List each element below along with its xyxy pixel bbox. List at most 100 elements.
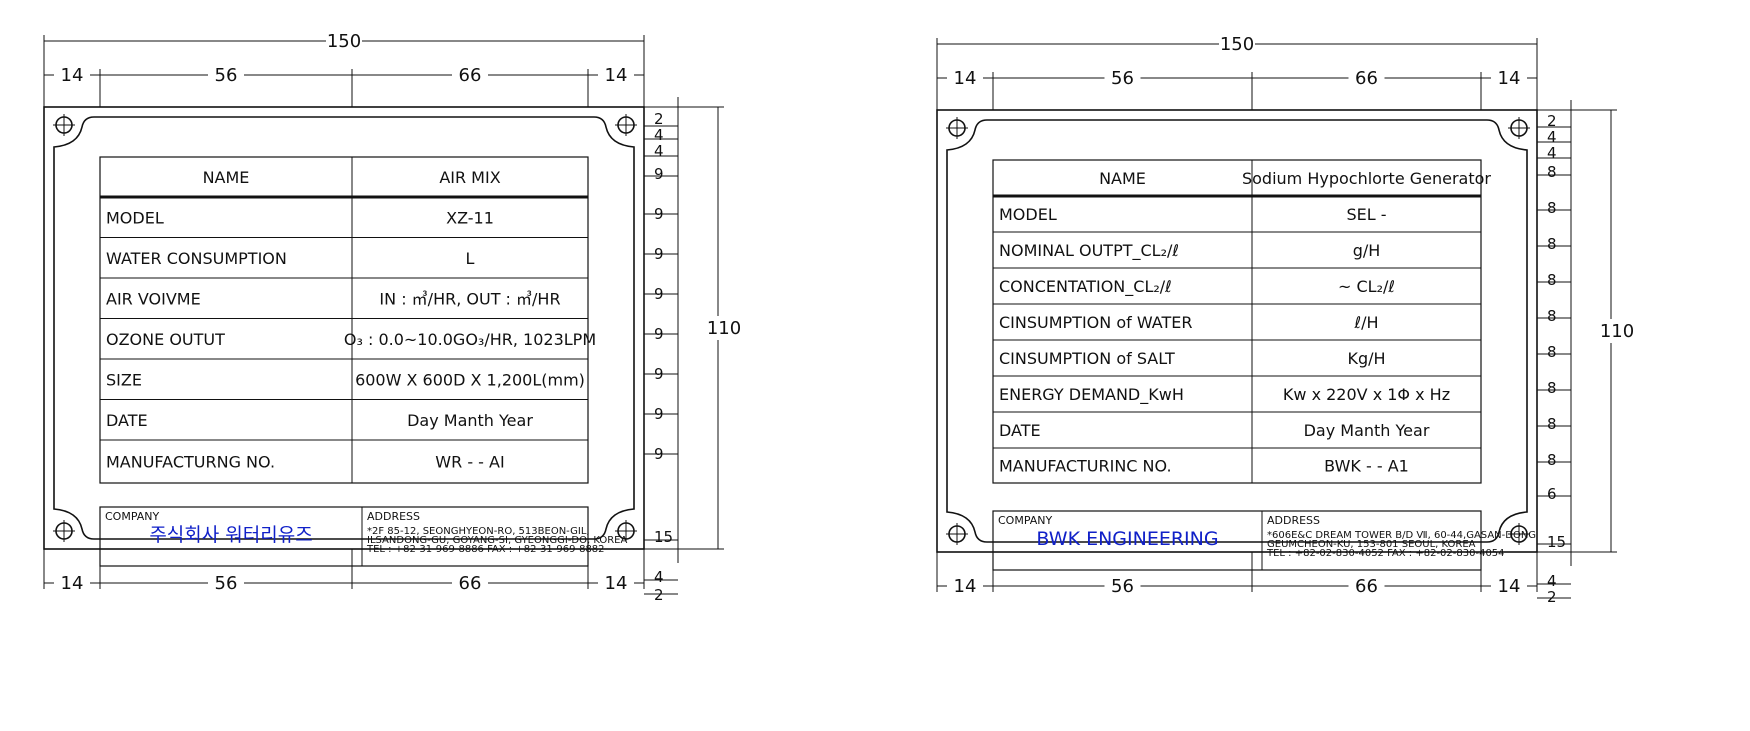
- row-value: ~ CL₂/ℓ: [1338, 277, 1395, 296]
- address-line: *606E&C DREAM TOWER B/D Ⅶ, 60-44,GASAN-D…: [1267, 530, 1536, 541]
- row-value: WR - - AI: [435, 453, 504, 472]
- dimension-top-total: 150: [1220, 34, 1254, 55]
- dimension-top-segment: 14: [1498, 68, 1521, 89]
- dimension-top-segment: 66: [1355, 68, 1378, 89]
- row-label: CINSUMPTION of WATER: [999, 313, 1192, 332]
- dimension-top-total: 150: [327, 31, 361, 52]
- row-label: ENERGY DEMAND_KwH: [999, 385, 1184, 405]
- address-line: TEL : +82-31-969-8886 FAX : +82-31-969-8…: [366, 544, 605, 555]
- dimension-right-segment: 8: [1547, 235, 1557, 253]
- dimension-right-segment: 4: [654, 142, 664, 160]
- row-label: NAME: [1099, 169, 1146, 188]
- row-label: MANUFACTURINC NO.: [999, 457, 1172, 476]
- row-value: O₃ : 0.0~10.0GO₃/HR, 1023LPM: [344, 330, 596, 349]
- dimension-top-segment: 14: [605, 65, 628, 86]
- dimension-right-segment: 4: [1547, 128, 1557, 146]
- address-label: ADDRESS: [1267, 514, 1320, 527]
- row-value: Kg/H: [1347, 349, 1385, 368]
- dimension-right-segment: 4: [1547, 572, 1557, 590]
- dimension-right-segment: 8: [1547, 307, 1557, 325]
- row-value: ℓ/H: [1353, 313, 1378, 332]
- dimension-right-segment: 8: [1547, 343, 1557, 361]
- dimension-right-segment: 6: [1547, 485, 1557, 503]
- row-value: IN : ㎥/HR, OUT : ㎥/HR: [379, 289, 560, 308]
- dimension-height-total: 110: [707, 318, 741, 339]
- dimension-label-bg: [710, 316, 740, 340]
- company-label: COMPANY: [105, 510, 160, 523]
- row-label: AIR VOIVME: [106, 289, 201, 308]
- dimension-top-segment: 14: [61, 65, 84, 86]
- dimension-bottom-segment: 14: [605, 573, 628, 594]
- dimension-bottom-segment: 66: [459, 573, 482, 594]
- row-value: XZ-11: [446, 208, 494, 227]
- row-value: SEL -: [1346, 205, 1386, 224]
- row-label: MANUFACTURNG NO.: [106, 453, 275, 472]
- dimension-right-segment: 2: [1547, 112, 1557, 130]
- dimension-right-segment: 8: [1547, 379, 1557, 397]
- row-value: BWK - - A1: [1324, 457, 1409, 476]
- dimension-right-segment: 4: [1547, 144, 1557, 162]
- dimension-bottom-segment: 14: [1498, 576, 1521, 597]
- row-value: 600W X 600D X 1,200L(mm): [355, 370, 585, 389]
- spec-table: [992, 159, 1482, 484]
- footer-box: [992, 510, 1482, 571]
- address-line: TEL : +82-02-830-4052 FAX : +82-02-830-4…: [1266, 548, 1505, 559]
- row-value: AIR MIX: [439, 168, 500, 187]
- address-line: ILSANDONG-GU, GOYANG-SI, GYEONGGI-DO, KO…: [367, 535, 627, 546]
- dimension-right-segment: 9: [654, 405, 664, 423]
- dimension-right-segment: 9: [654, 165, 664, 183]
- row-value: Sodium Hypochlorte Generator: [1242, 169, 1491, 188]
- dimension-top-segment: 56: [1111, 68, 1134, 89]
- company-name: 주식회사 워터리유즈: [149, 524, 312, 546]
- dimension-bottom-segment: 56: [1111, 576, 1134, 597]
- footer-box: [99, 506, 589, 567]
- row-label: NAME: [203, 168, 250, 187]
- plate-outline: [43, 106, 645, 550]
- row-label: WATER CONSUMPTION: [106, 249, 287, 268]
- dimension-top-segment: 56: [215, 65, 238, 86]
- dimension-right-segment: 8: [1547, 451, 1557, 469]
- address-label: ADDRESS: [367, 510, 420, 523]
- row-value: Day Manth Year: [407, 411, 533, 430]
- dimension-right-segment: 4: [654, 126, 664, 144]
- dimension-bottom-segment: 14: [61, 573, 84, 594]
- row-label: DATE: [999, 421, 1041, 440]
- row-label: SIZE: [106, 370, 142, 389]
- dimension-right-segment: 2: [1547, 588, 1557, 606]
- row-value: g/H: [1353, 241, 1381, 260]
- dimension-right-segment: 9: [654, 445, 664, 463]
- row-label: CINSUMPTION of SALT: [999, 349, 1175, 368]
- dimension-right-segment: 9: [654, 205, 664, 223]
- dimension-right-segment: 15: [1547, 533, 1566, 551]
- dimension-right-segment: 8: [1547, 163, 1557, 181]
- dimension-bottom-segment: 56: [215, 573, 238, 594]
- row-label: OZONE OUTUT: [106, 330, 225, 349]
- dimension-right-segment: 8: [1547, 199, 1557, 217]
- dimension-right-segment: 8: [1547, 415, 1557, 433]
- dimension-right-segment: 15: [654, 528, 673, 546]
- company-label: COMPANY: [998, 514, 1053, 527]
- dimension-right-segment: 2: [654, 110, 664, 128]
- dimension-top-segment: 14: [954, 68, 977, 89]
- row-value: Kw x 220V x 1Φ x Hz: [1283, 385, 1450, 404]
- row-label: CONCENTATION_CL₂/ℓ: [999, 277, 1172, 297]
- dimension-label-bg: [1603, 319, 1633, 343]
- dimension-right-segment: 9: [654, 365, 664, 383]
- row-label: MODEL: [999, 205, 1057, 224]
- dimension-right-segment: 9: [654, 285, 664, 303]
- plate-inner-panel: [53, 116, 635, 540]
- row-label: DATE: [106, 411, 148, 430]
- dimension-height-total: 110: [1600, 321, 1634, 342]
- address-line: GEUMCHEON-KU, 153-801 SEOUL, KOREA: [1267, 539, 1476, 550]
- row-label: NOMINAL OUTPT_CL₂/ℓ: [999, 241, 1179, 261]
- dimension-bottom-segment: 14: [954, 576, 977, 597]
- dimension-top-segment: 66: [459, 65, 482, 86]
- company-name: BWK ENGINEERING: [1036, 528, 1218, 550]
- row-value: L: [466, 249, 475, 268]
- dimension-bottom-segment: 66: [1355, 576, 1378, 597]
- dimension-right-segment: 9: [654, 245, 664, 263]
